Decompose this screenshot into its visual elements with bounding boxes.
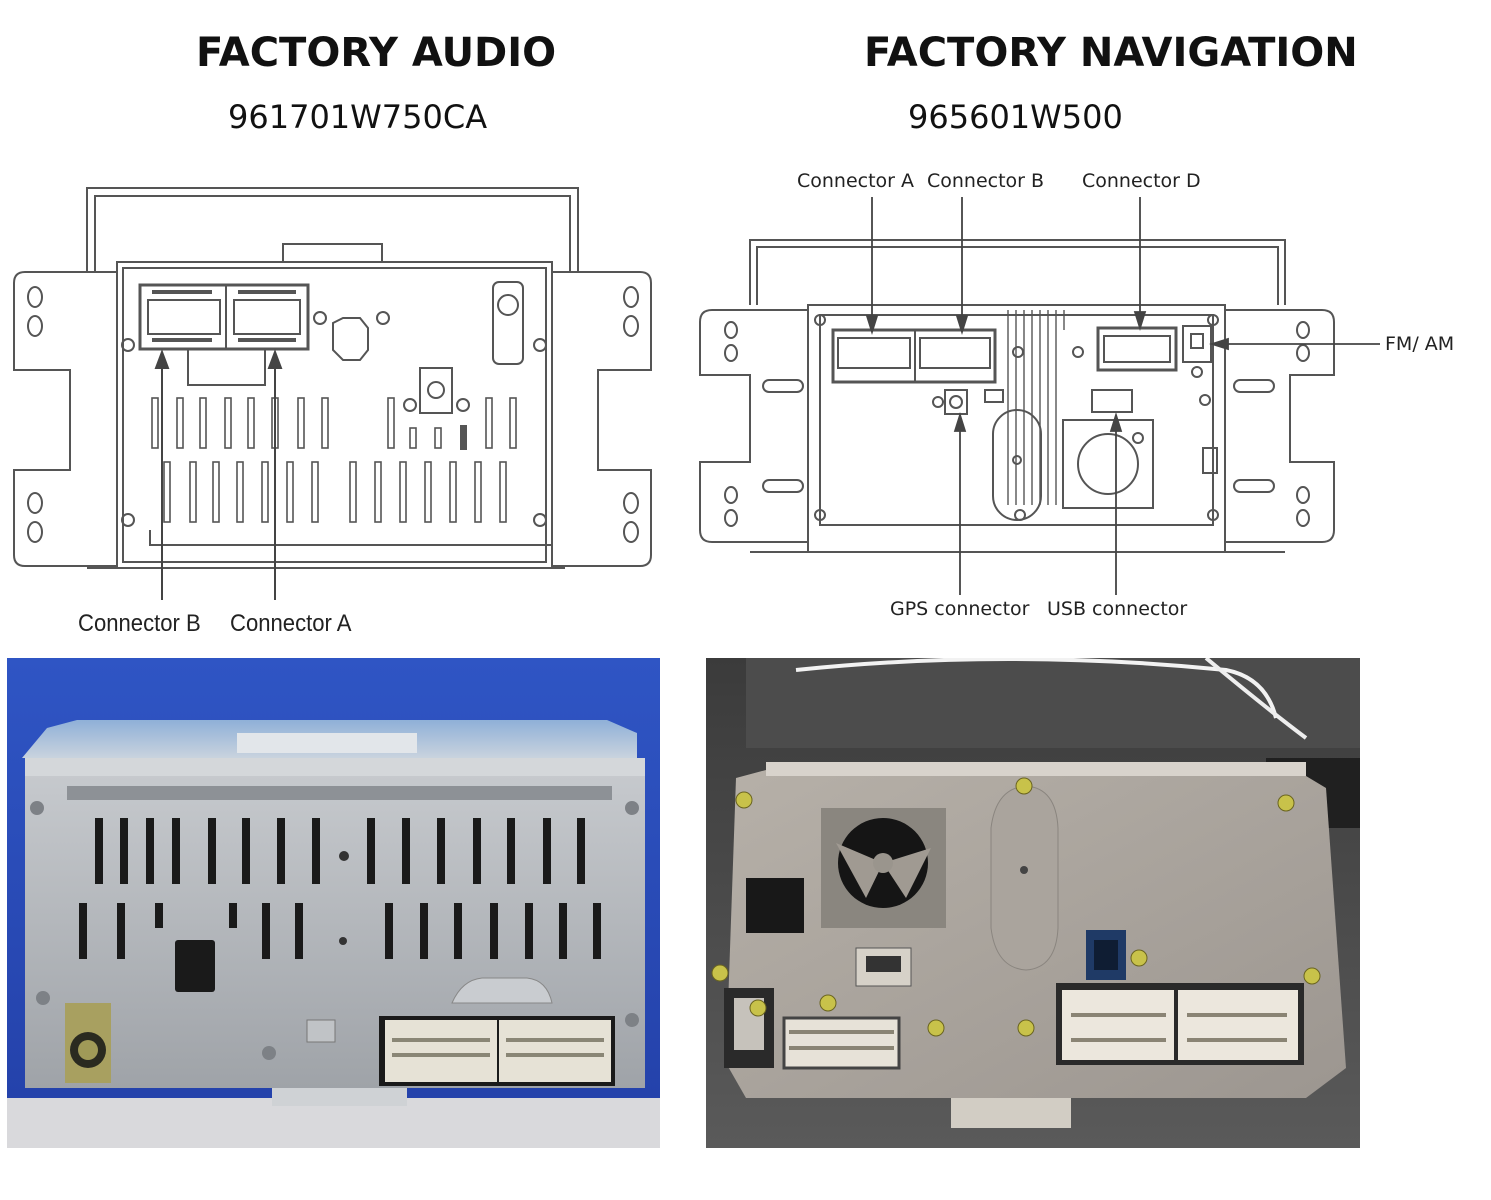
nav-connector-b-label: Connector B <box>927 170 1045 192</box>
nav-connector-a-label: Connector A <box>797 170 915 192</box>
audio-connector-b-label: Connector B <box>78 610 201 637</box>
navigation-title: FACTORY NAVIGATION <box>864 30 1358 76</box>
nav-fm-am-label: FM/ AM <box>1385 333 1455 355</box>
nav-gps-connector-label: GPS connector <box>890 598 1030 620</box>
audio-title: FACTORY AUDIO <box>196 30 557 76</box>
nav-usb-connector-label: USB connector <box>1047 598 1188 620</box>
navigation-part-number: 965601W500 <box>908 98 1123 136</box>
audio-unit-photo <box>7 658 660 1148</box>
audio-connector-a-label: Connector A <box>230 610 352 637</box>
audio-part-number: 961701W750CA <box>228 98 488 136</box>
nav-connector-d-label: Connector D <box>1082 170 1201 192</box>
navigation-unit-photo <box>706 658 1360 1148</box>
